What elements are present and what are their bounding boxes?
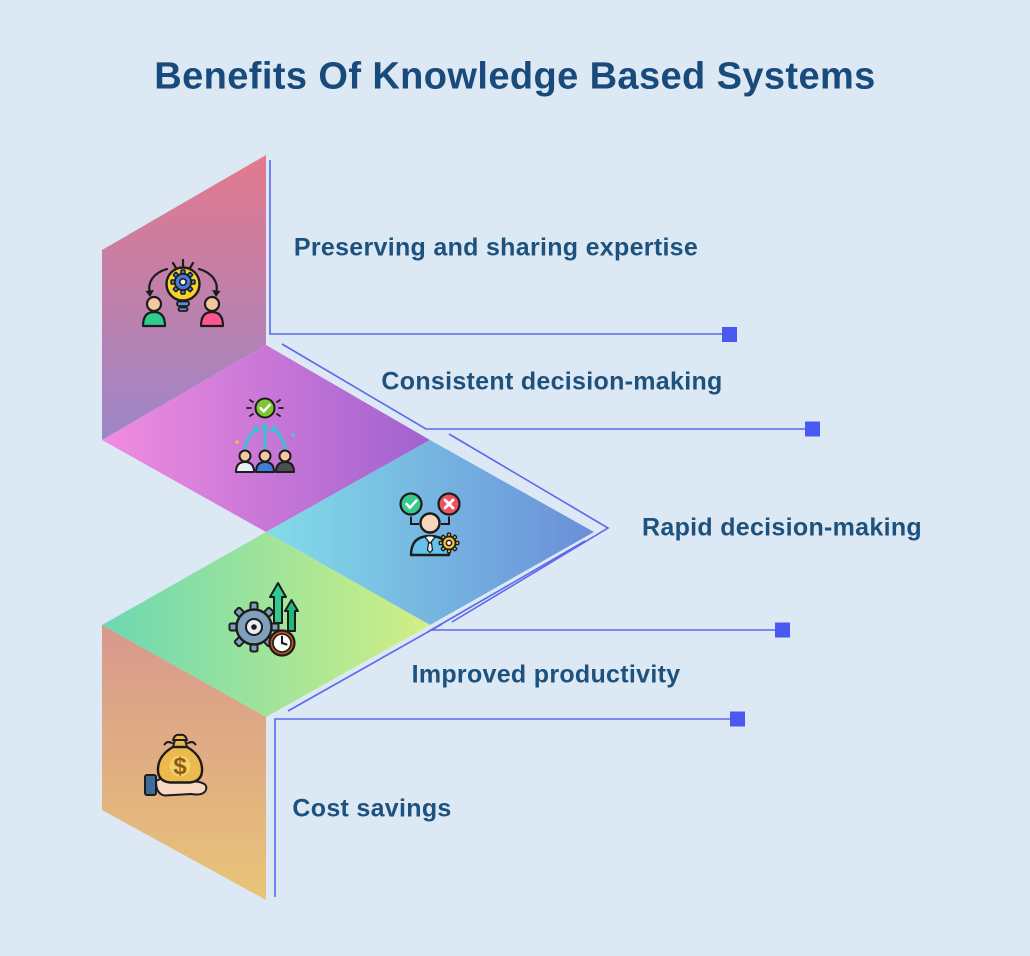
svg-text:$: $ (173, 753, 187, 780)
end-marker-5 (730, 711, 745, 727)
end-marker-2 (805, 421, 820, 437)
benefit-label-5: Cost savings (292, 794, 452, 823)
benefit-label-3: Rapid decision-making (642, 513, 922, 542)
benefit-label-4: Improved productivity (411, 660, 681, 689)
connector-chevron-3 (448, 433, 610, 623)
connector-line-2 (281, 343, 805, 430)
end-marker-4 (775, 622, 790, 638)
infographic-title: Benefits Of Knowledge Based Systems (154, 55, 876, 98)
gear-growth-clock-icon (228, 582, 299, 657)
benefit-label-2: Consistent decision-making (381, 367, 723, 396)
shared-idea-lightbulb-icon (141, 258, 225, 328)
benefit-label-1: Preserving and sharing expertise (293, 233, 699, 262)
connector-line-5 (274, 718, 730, 897)
connector-line-1 (269, 160, 722, 335)
hand-money-bag-icon: $ (144, 733, 208, 797)
contour-accent-line-5 (287, 623, 443, 712)
approve-reject-decision-icon (399, 492, 461, 557)
end-marker-1 (722, 327, 737, 342)
team-approved-paths-icon (235, 397, 295, 473)
